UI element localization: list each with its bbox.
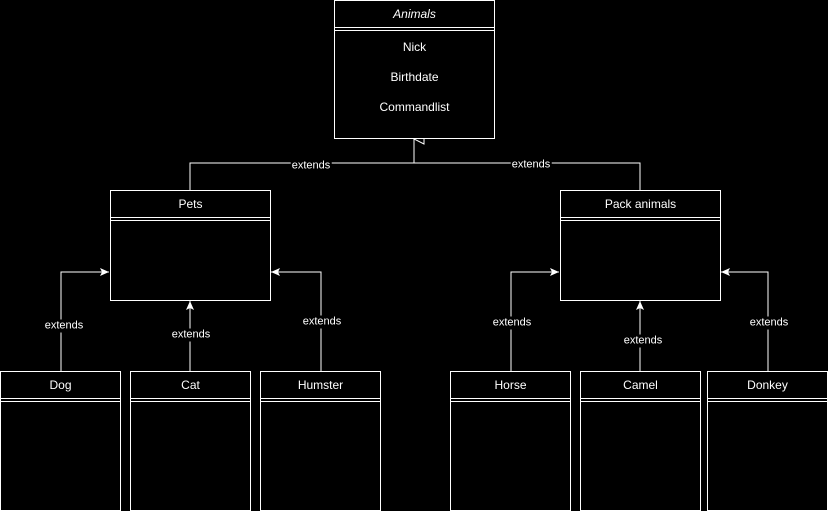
edge-label-pets-animals: extends [290, 159, 332, 173]
class-animals-name: Animals [335, 1, 494, 28]
class-humster[interactable]: Humster [260, 371, 381, 511]
class-humster-divider [261, 399, 380, 402]
class-pets[interactable]: Pets [110, 190, 271, 301]
class-camel[interactable]: Camel [580, 371, 701, 511]
class-cat[interactable]: Cat [130, 371, 251, 511]
edge-label-cat-pets: extends [170, 328, 212, 342]
class-animals-attributes: Nick Birthdate Commandlist [335, 31, 494, 122]
class-dog-divider [1, 399, 120, 402]
edge-dog-pets [60, 268, 109, 371]
class-pack-animals-divider [561, 218, 720, 221]
edge-humster-pets [271, 268, 322, 371]
attribute-birthdate: Birthdate [390, 70, 439, 84]
edge-label-camel-pack: extends [622, 334, 664, 348]
class-donkey-divider [708, 399, 827, 402]
attribute-nick: Nick [402, 40, 427, 54]
edge-label-horse-pack: extends [491, 316, 533, 330]
class-cat-divider [131, 399, 250, 402]
class-cat-name: Cat [131, 372, 250, 399]
class-humster-name: Humster [261, 372, 380, 399]
class-donkey-name: Donkey [708, 372, 827, 399]
class-dog-name: Dog [1, 372, 120, 399]
class-animals[interactable]: Animals Nick Birthdate Commandlist [334, 0, 495, 139]
class-camel-name: Camel [581, 372, 700, 399]
class-camel-divider [581, 399, 700, 402]
edge-label-humster-pets: extends [301, 315, 343, 329]
edge-donkey-pack [721, 268, 769, 371]
class-horse[interactable]: Horse [450, 371, 571, 511]
class-pack-animals[interactable]: Pack animals [560, 190, 721, 301]
class-animals-divider [335, 28, 494, 31]
class-horse-name: Horse [451, 372, 570, 399]
class-pets-name: Pets [111, 191, 270, 218]
class-donkey[interactable]: Donkey [707, 371, 828, 511]
class-horse-divider [451, 399, 570, 402]
edge-pack-animals [414, 162, 641, 190]
class-dog[interactable]: Dog [0, 371, 121, 511]
class-pack-animals-name: Pack animals [561, 191, 720, 218]
edge-horse-pack [510, 268, 559, 371]
class-pets-divider [111, 218, 270, 221]
edge-label-dog-pets: extends [43, 319, 85, 333]
edge-label-pack-animals: extends [510, 158, 552, 172]
attribute-commandlist: Commandlist [379, 100, 450, 114]
edge-label-donkey-pack: extends [748, 316, 790, 330]
